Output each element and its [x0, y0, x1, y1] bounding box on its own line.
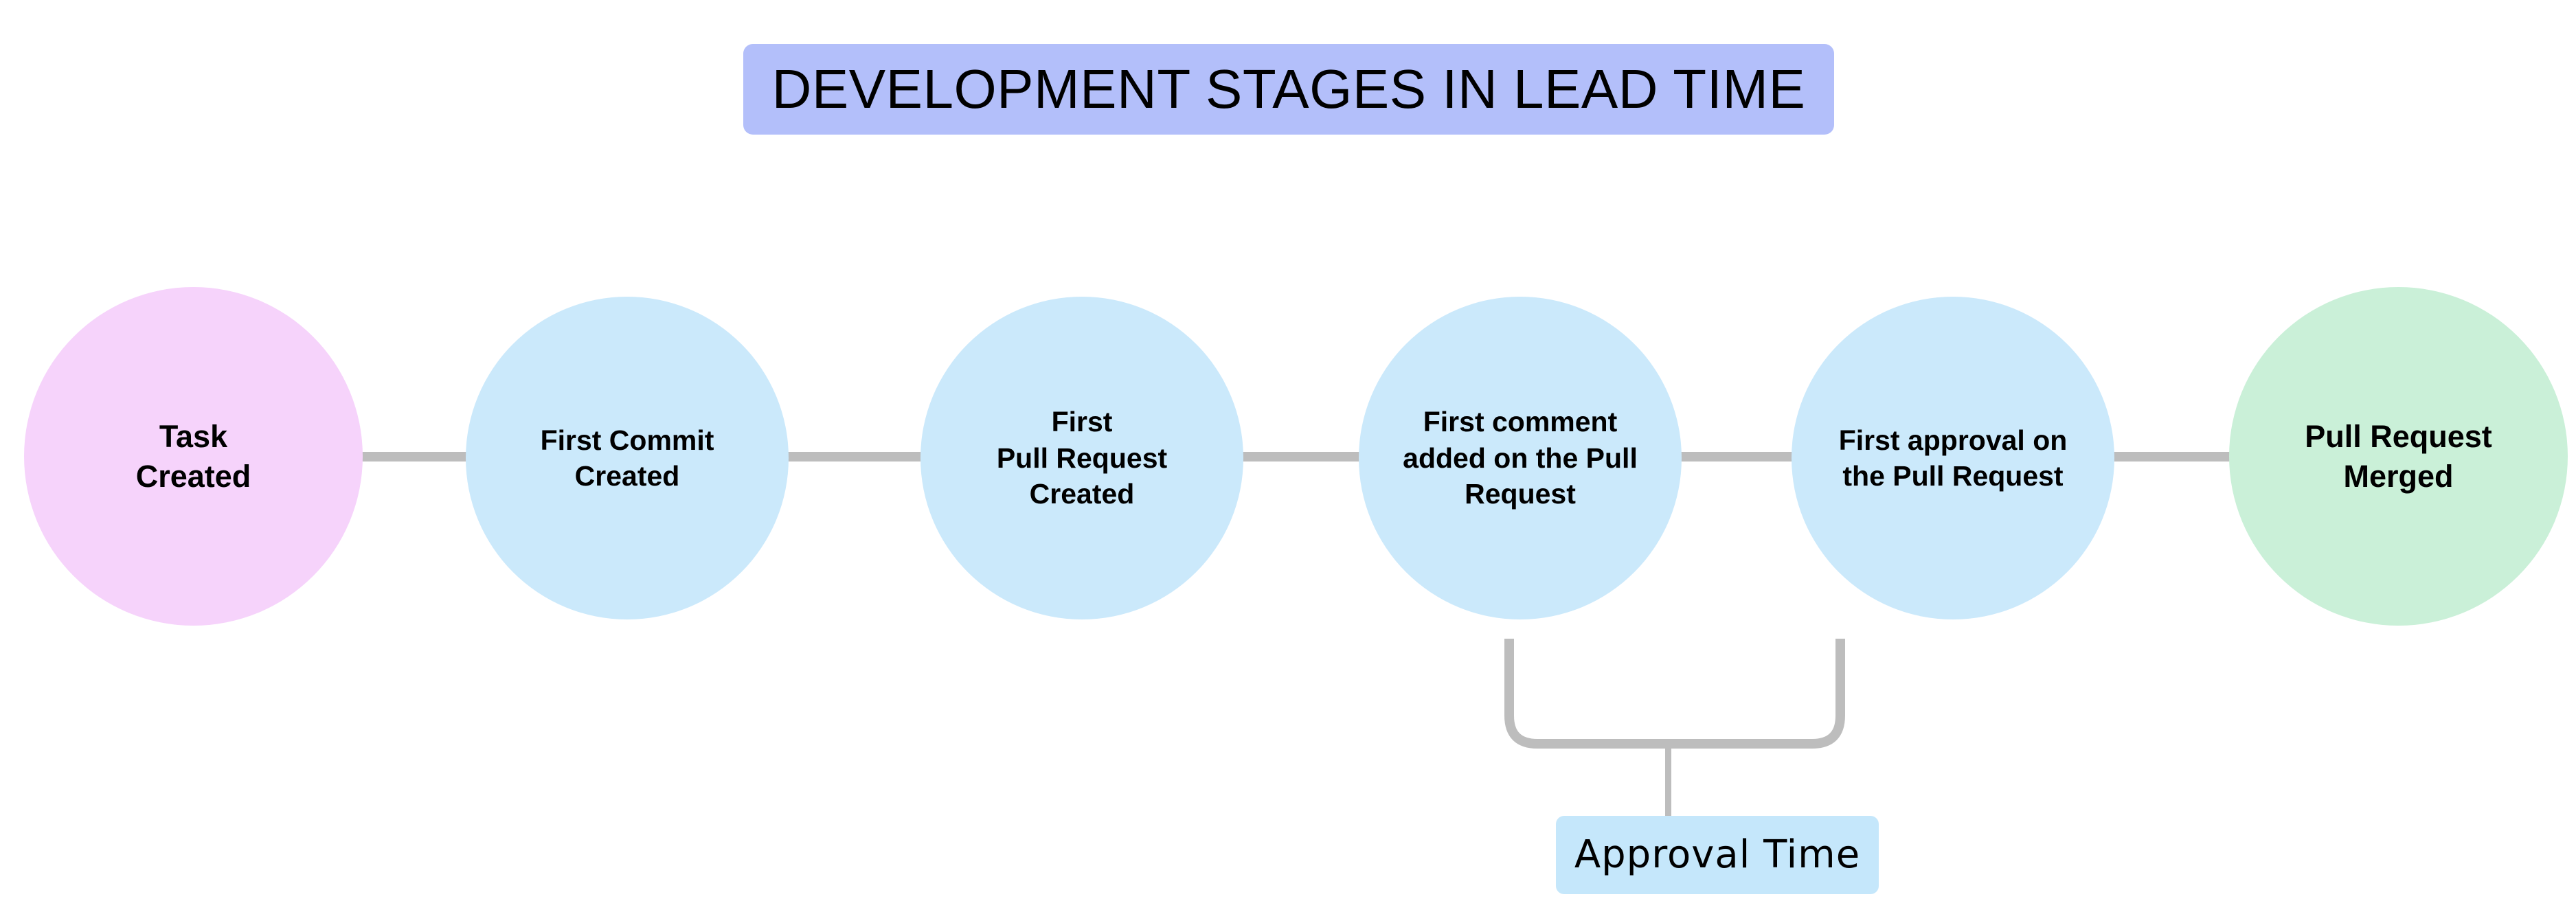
diagram-title-banner: DEVELOPMENT STAGES IN LEAD TIME: [743, 44, 1834, 135]
approval-time-stub: [1665, 744, 1671, 818]
node-first-commit-created[interactable]: First Commit Created: [466, 297, 789, 619]
approval-time-tag[interactable]: Approval Time: [1556, 816, 1879, 894]
approval-time-tag-label: Approval Time: [1574, 832, 1861, 877]
node-label-pull-request-merged: Pull Request Merged: [2305, 418, 2492, 494]
node-pull-request-merged[interactable]: Pull Request Merged: [2229, 287, 2568, 626]
page-title: DEVELOPMENT STAGES IN LEAD TIME: [771, 58, 1806, 119]
approval-time-bracket: [1504, 639, 1845, 749]
node-task-created[interactable]: Task Created: [24, 287, 363, 626]
connector-pr-to-comment: [1236, 452, 1366, 461]
node-label-first-approval-on-pull-request: First approval on the Pull Request: [1838, 424, 2068, 492]
connector-task-to-commit: [357, 452, 473, 461]
node-label-task-created: Task Created: [135, 418, 251, 494]
node-label-first-pull-request-created: First Pull Request Created: [996, 406, 1168, 510]
node-label-first-comment-on-pull-request: First comment added on the Pull Request: [1403, 406, 1638, 510]
connector-approval-to-merged: [2109, 452, 2236, 461]
node-first-pull-request-created[interactable]: First Pull Request Created: [920, 297, 1243, 619]
node-label-first-commit-created: First Commit Created: [540, 424, 714, 492]
connector-comment-to-approval: [1676, 452, 1798, 461]
node-first-comment-on-pull-request[interactable]: First comment added on the Pull Request: [1359, 297, 1682, 619]
node-first-approval-on-pull-request[interactable]: First approval on the Pull Request: [1792, 297, 2114, 619]
connector-commit-to-pr: [783, 452, 927, 461]
